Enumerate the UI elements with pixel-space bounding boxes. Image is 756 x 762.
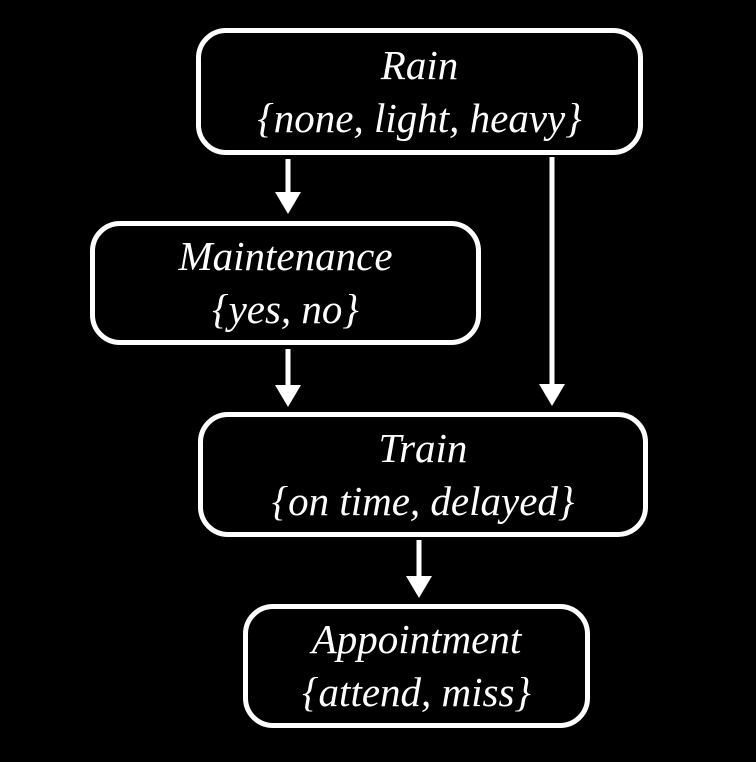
edge-train-appointment — [406, 540, 432, 598]
node-rain-title: Rain — [380, 41, 459, 88]
node-appointment-values: {attend, miss} — [302, 669, 531, 715]
edge-rain-train — [539, 157, 565, 406]
edge-train-appointment-arrowhead-icon — [406, 576, 432, 598]
node-train-values: {on time, delayed} — [271, 477, 575, 524]
node-rain: Rain {none, light, heavy} — [196, 28, 643, 155]
node-maintenance-title: Maintenance — [178, 233, 393, 279]
edge-maintenance-train — [275, 349, 301, 407]
node-maintenance: Maintenance {yes, no} — [90, 221, 481, 345]
node-appointment: Appointment {attend, miss} — [243, 604, 590, 728]
node-train-title: Train — [378, 424, 468, 471]
node-train: Train {on time, delayed} — [198, 412, 648, 537]
edge-rain-train-arrowhead-icon — [539, 384, 565, 406]
node-rain-values: {none, light, heavy} — [257, 94, 582, 141]
edge-rain-maintenance — [275, 159, 301, 214]
node-maintenance-values: {yes, no} — [212, 286, 359, 332]
edge-maintenance-train-arrowhead-icon — [275, 385, 301, 407]
edge-rain-maintenance-arrowhead-icon — [275, 192, 301, 214]
node-appointment-title: Appointment — [311, 616, 522, 662]
